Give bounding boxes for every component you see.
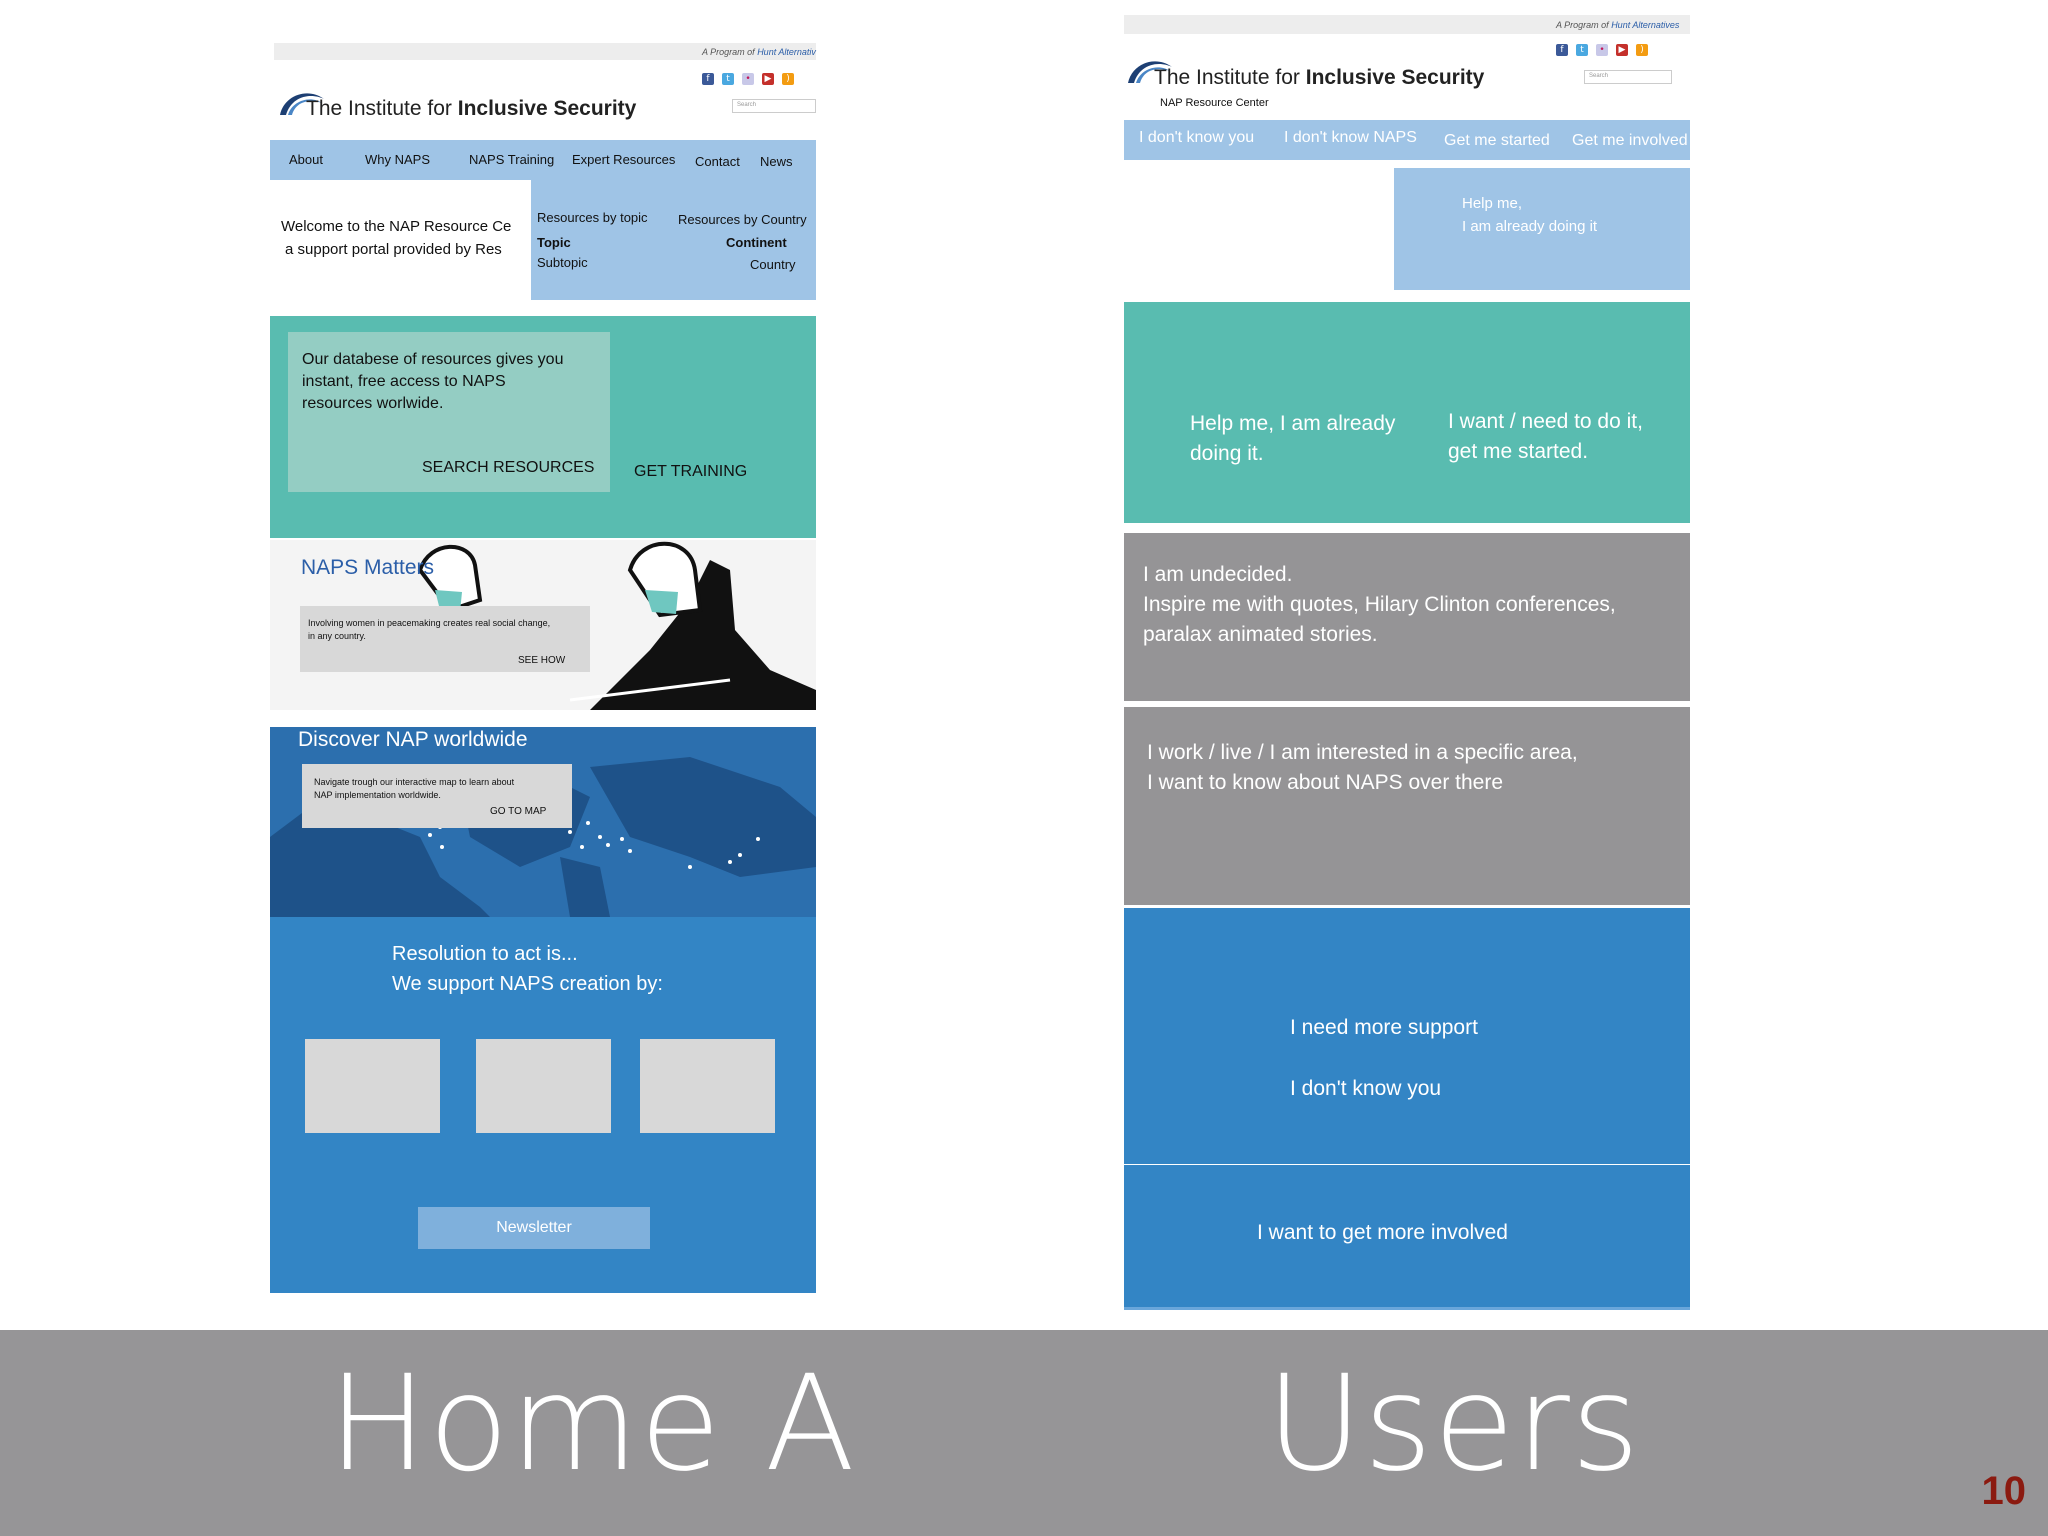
see-how-button[interactable]: SEE HOW bbox=[518, 655, 566, 666]
users-support-section bbox=[1124, 908, 1690, 1164]
need-more-support[interactable]: I need more support bbox=[1290, 1016, 1478, 1039]
flickr-icon[interactable]: • bbox=[742, 73, 754, 85]
users-involved-section bbox=[1124, 1165, 1690, 1307]
placeholder-box-3 bbox=[640, 1039, 775, 1133]
expert-resources-dropdown: Resources by topic Topic Subtopic Resour… bbox=[531, 180, 816, 300]
nav-expert-resources[interactable]: Expert Resources bbox=[572, 152, 676, 167]
dont-know-you-text[interactable]: I don't know you bbox=[1290, 1077, 1442, 1100]
discover-title: Discover NAP worldwide bbox=[298, 728, 528, 751]
nav-naps-training[interactable]: NAPS Training bbox=[469, 152, 555, 167]
want-to-get-started[interactable]: I want / need to do it, get me started. bbox=[1448, 410, 1643, 463]
program-prefix: A Program of bbox=[1556, 20, 1612, 30]
users-logo-subtitle: NAP Resource Center bbox=[1160, 97, 1269, 109]
rss-icon[interactable]: ) bbox=[1636, 44, 1648, 56]
home-a-mockup: A Program of Hunt Alternativ f t • ▶ ) S… bbox=[270, 43, 816, 1293]
nav-dont-know-naps[interactable]: I don't know NAPS bbox=[1284, 129, 1417, 146]
database-card bbox=[288, 332, 610, 492]
naps-matters-card bbox=[300, 606, 590, 672]
users-program-of: A Program of Hunt Alternatives bbox=[1556, 20, 1679, 30]
nav-get-me-started[interactable]: Get me started bbox=[1444, 132, 1550, 149]
facebook-icon[interactable]: f bbox=[1556, 44, 1568, 56]
home-a-social-icons: f t • ▶ ) bbox=[702, 73, 794, 85]
users-specific-area-section[interactable] bbox=[1124, 707, 1690, 905]
page-number: 10 bbox=[1981, 1469, 2027, 1513]
placeholder-box-2 bbox=[476, 1039, 611, 1133]
discover-map-section: Discover NAP worldwide Navigate trough o… bbox=[270, 727, 816, 917]
get-more-involved[interactable]: I want to get more involved bbox=[1257, 1221, 1508, 1244]
help-me-already-doing[interactable]: Help me, I am already doing it. bbox=[1190, 412, 1396, 465]
nav-why-naps[interactable]: Why NAPS bbox=[365, 152, 431, 167]
feet-illustration-icon bbox=[417, 541, 816, 710]
discover-card bbox=[302, 764, 572, 828]
nav-contact[interactable]: Contact bbox=[695, 154, 740, 169]
welcome-line-2: a support portal provided by Res bbox=[285, 241, 502, 258]
nav-get-me-involved[interactable]: Get me involved bbox=[1572, 132, 1688, 149]
users-teal-section bbox=[1124, 302, 1690, 523]
youtube-icon[interactable]: ▶ bbox=[762, 73, 774, 85]
dropdown-text: Help me, I am already doing it bbox=[1462, 195, 1598, 235]
caption-users: Users bbox=[1266, 1347, 1641, 1501]
resources-topic[interactable]: Topic bbox=[537, 235, 571, 250]
placeholder-box-1 bbox=[305, 1039, 440, 1133]
specific-area-text: I work / live / I am interested in a spe… bbox=[1147, 741, 1578, 794]
nav-about[interactable]: About bbox=[289, 152, 323, 167]
users-logo-text[interactable]: The Institute for Inclusive Security bbox=[1154, 66, 1484, 90]
resources-by-country[interactable]: Resources by Country bbox=[678, 212, 807, 227]
nav-dont-know-you[interactable]: I don't know you bbox=[1139, 129, 1255, 146]
home-a-nav-bar: About Why NAPS NAPS Training Expert Reso… bbox=[270, 140, 816, 180]
rss-icon[interactable]: ) bbox=[782, 73, 794, 85]
get-training-button[interactable]: GET TRAINING bbox=[634, 463, 748, 480]
go-to-map-button[interactable]: GO TO MAP bbox=[490, 806, 547, 817]
logo-bold: Inclusive Security bbox=[1305, 66, 1485, 89]
twitter-icon[interactable]: t bbox=[722, 73, 734, 85]
undecided-text: I am undecided. Inspire me with quotes, … bbox=[1143, 563, 1616, 646]
resolution-line-2: We support NAPS creation by: bbox=[392, 973, 663, 995]
caption-bar bbox=[0, 1330, 2048, 1536]
discover-text: Navigate trough our interactive map to l… bbox=[314, 777, 515, 800]
users-dropdown-panel[interactable]: Help me, I am already doing it bbox=[1394, 168, 1690, 290]
logo-bold: Inclusive Security bbox=[457, 97, 637, 120]
caption-home-a: Home A bbox=[328, 1347, 857, 1501]
newsletter-button[interactable]: Newsletter bbox=[418, 1207, 650, 1249]
facebook-icon[interactable]: f bbox=[702, 73, 714, 85]
database-text: Our databese of resources gives you inst… bbox=[302, 351, 564, 412]
youtube-icon[interactable]: ▶ bbox=[1616, 44, 1628, 56]
institute-logo-swoosh-icon bbox=[1128, 61, 1172, 83]
twitter-icon[interactable]: t bbox=[1576, 44, 1588, 56]
home-a-program-of: A Program of Hunt Alternativ bbox=[702, 47, 816, 57]
home-a-search-input[interactable]: Search bbox=[732, 99, 816, 113]
users-mockup: A Program of Hunt Alternatives f t • ▶ )… bbox=[1124, 15, 1690, 1313]
search-resources-button[interactable]: SEARCH RESOURCES bbox=[422, 459, 595, 476]
users-nav-bar: I don't know you I don't know NAPS Get m… bbox=[1124, 120, 1690, 160]
resolution-line-1: Resolution to act is... bbox=[392, 943, 578, 965]
institute-logo-swoosh-icon bbox=[280, 93, 324, 115]
nav-news[interactable]: News bbox=[760, 154, 793, 169]
users-undecided-section[interactable] bbox=[1124, 533, 1690, 701]
users-social-icons: f t • ▶ ) bbox=[1556, 44, 1648, 56]
users-top-strip bbox=[1124, 15, 1690, 34]
program-prefix: A Program of bbox=[702, 47, 758, 57]
resources-continent[interactable]: Continent bbox=[726, 235, 787, 250]
logo-the: The Institute for bbox=[1154, 66, 1306, 89]
flickr-icon[interactable]: • bbox=[1596, 44, 1608, 56]
naps-matters-text: Involving women in peacemaking creates r… bbox=[308, 618, 551, 641]
naps-matters-title: NAPS Matters bbox=[301, 556, 435, 579]
home-a-logo-text[interactable]: The Institute for Inclusive Security bbox=[306, 97, 636, 121]
program-link[interactable]: Hunt Alternativ bbox=[757, 47, 816, 57]
welcome-line-1: Welcome to the NAP Resource Ce bbox=[281, 218, 512, 235]
resources-country[interactable]: Country bbox=[750, 257, 796, 272]
resources-subtopic[interactable]: Subtopic bbox=[537, 255, 588, 270]
logo-the: The Institute for bbox=[306, 97, 458, 120]
resources-by-topic[interactable]: Resources by topic bbox=[537, 210, 648, 225]
program-link[interactable]: Hunt Alternatives bbox=[1611, 20, 1680, 30]
home-a-top-strip bbox=[274, 43, 816, 60]
users-bottom-line bbox=[1124, 1307, 1690, 1310]
users-search-input[interactable]: Search bbox=[1584, 70, 1672, 84]
naps-matters-section: NAPS Matters Involving women in peacemak… bbox=[270, 540, 816, 710]
